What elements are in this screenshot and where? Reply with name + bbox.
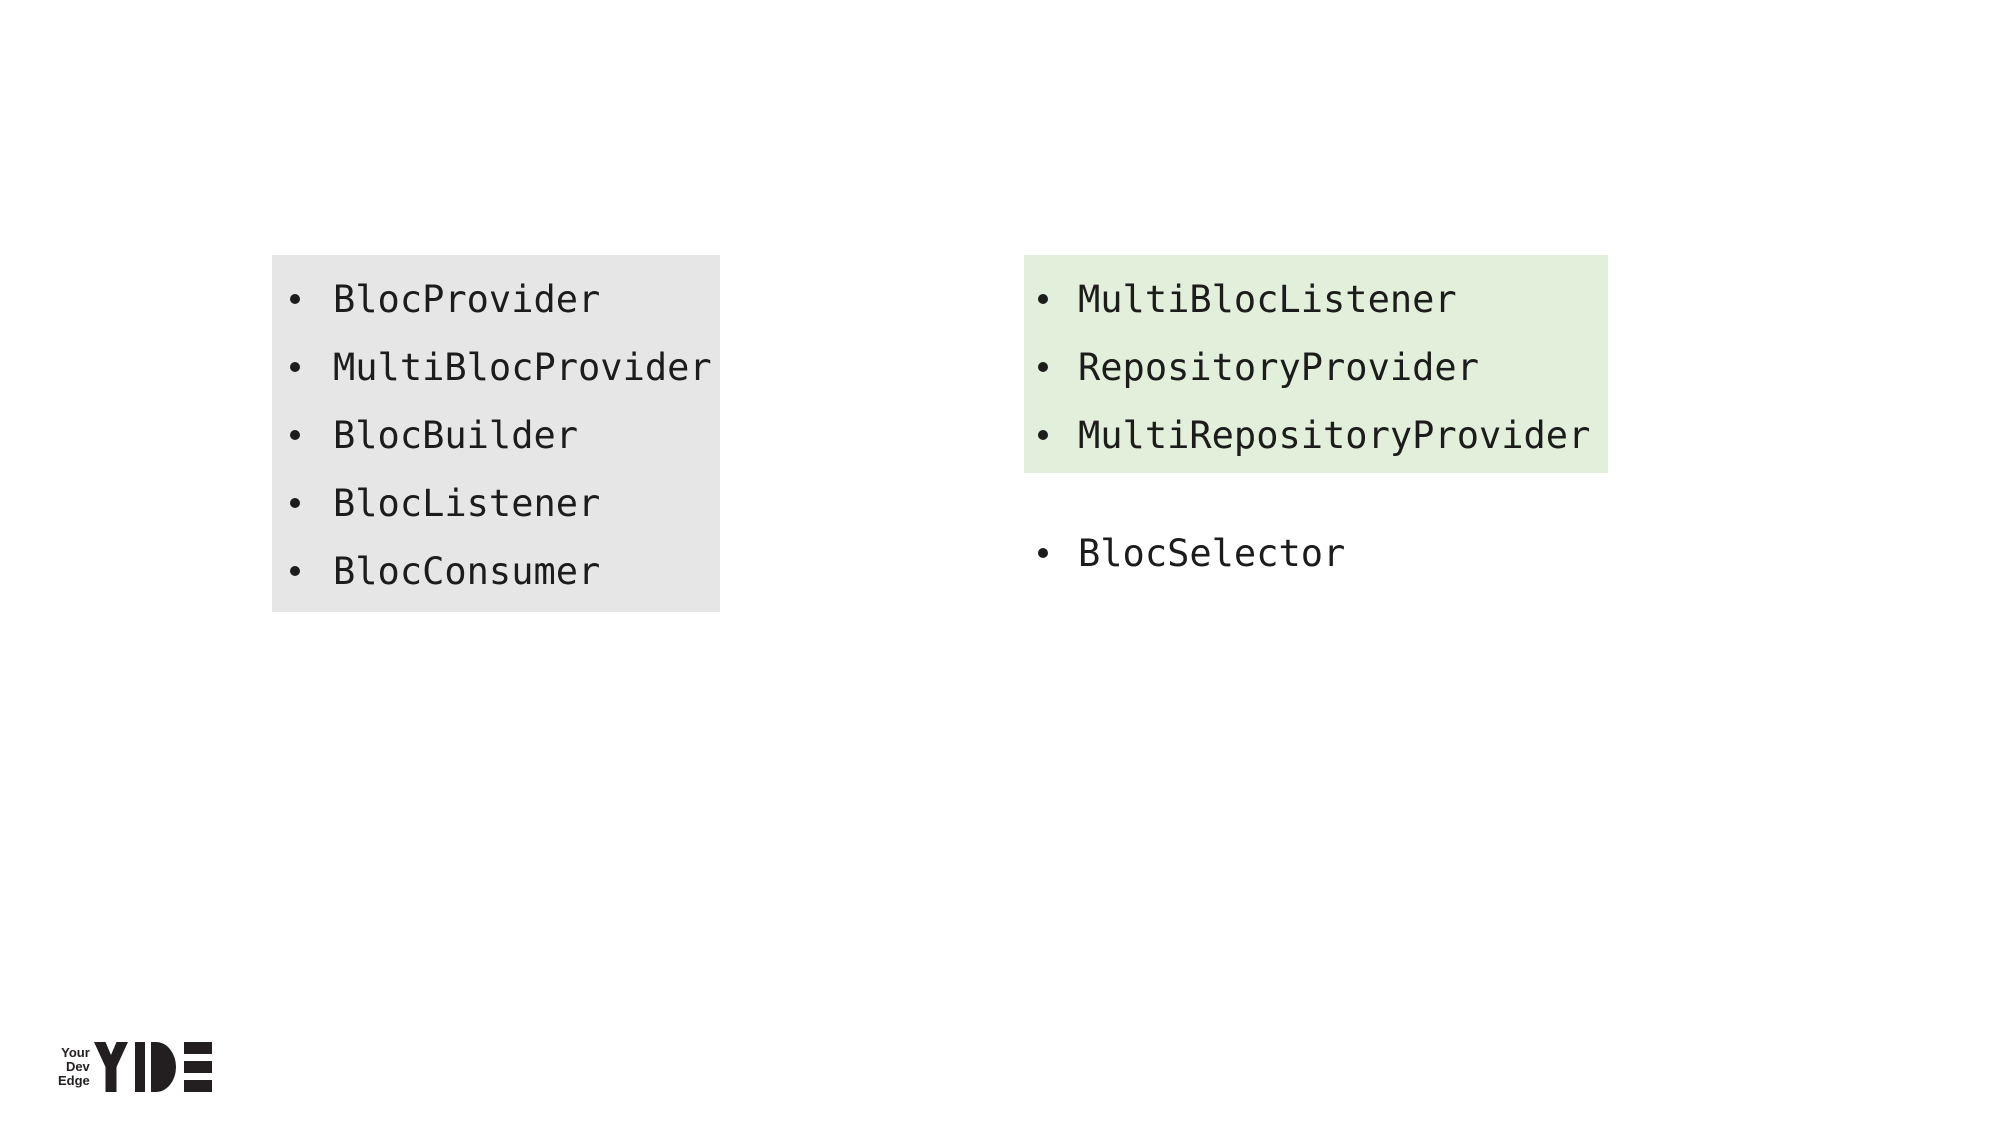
standalone-item-row: BlocSelector <box>1024 519 1608 587</box>
list-item-label: BlocConsumer <box>333 549 601 593</box>
logo-tagline-line: Edge <box>58 1073 90 1088</box>
bloc-widgets-list: BlocProvider MultiBlocProvider BlocBuild… <box>284 265 720 605</box>
letter-e-bar <box>183 1080 212 1092</box>
list-item-label: BlocProvider <box>333 277 601 321</box>
list-item: BlocSelector <box>1032 519 1608 587</box>
list-item-label: MultiRepositoryProvider <box>1078 413 1591 457</box>
logo-tagline-line: Your <box>61 1045 90 1060</box>
list-item: MultiBlocListener <box>1032 265 1608 333</box>
list-item: BlocBuilder <box>284 401 720 469</box>
bullet-icon <box>1032 294 1078 304</box>
list-item: BlocListener <box>284 469 720 537</box>
yde-logo: Your Dev Edge <box>58 1042 212 1092</box>
list-item-label: MultiBlocProvider <box>333 345 712 389</box>
list-item: BlocConsumer <box>284 537 720 605</box>
provider-widgets-panel: MultiBlocListener RepositoryProvider Mul… <box>1024 255 1608 473</box>
bullet-icon <box>284 566 333 576</box>
list-item-label: RepositoryProvider <box>1078 345 1479 389</box>
list-item-label: BlocSelector <box>1078 531 1346 575</box>
yde-monogram-icon <box>93 1042 212 1092</box>
list-item-label: BlocBuilder <box>333 413 579 457</box>
list-item: BlocProvider <box>284 265 720 333</box>
bullet-icon <box>284 362 333 372</box>
bullet-icon <box>1032 430 1078 440</box>
bullet-icon <box>1032 548 1078 558</box>
list-item: MultiBlocProvider <box>284 333 720 401</box>
list-item-label: MultiBlocListener <box>1078 277 1457 321</box>
list-item: RepositoryProvider <box>1032 333 1608 401</box>
letter-d-bowl <box>150 1042 176 1092</box>
bloc-widgets-panel: BlocProvider MultiBlocProvider BlocBuild… <box>272 255 720 612</box>
letter-e-bar <box>183 1042 212 1054</box>
bullet-icon <box>284 430 333 440</box>
bullet-icon <box>284 294 333 304</box>
list-item-label: BlocListener <box>333 481 601 525</box>
list-item: MultiRepositoryProvider <box>1032 401 1608 469</box>
bullet-icon <box>284 498 333 508</box>
bullet-icon <box>1032 362 1078 372</box>
provider-widgets-list: MultiBlocListener RepositoryProvider Mul… <box>1032 265 1608 469</box>
logo-tagline: Your Dev Edge <box>58 1046 90 1088</box>
letter-d-stem <box>134 1042 145 1092</box>
letter-e-bar <box>183 1061 212 1073</box>
letter-y <box>93 1042 128 1092</box>
logo-tagline-line: Dev <box>65 1059 90 1074</box>
